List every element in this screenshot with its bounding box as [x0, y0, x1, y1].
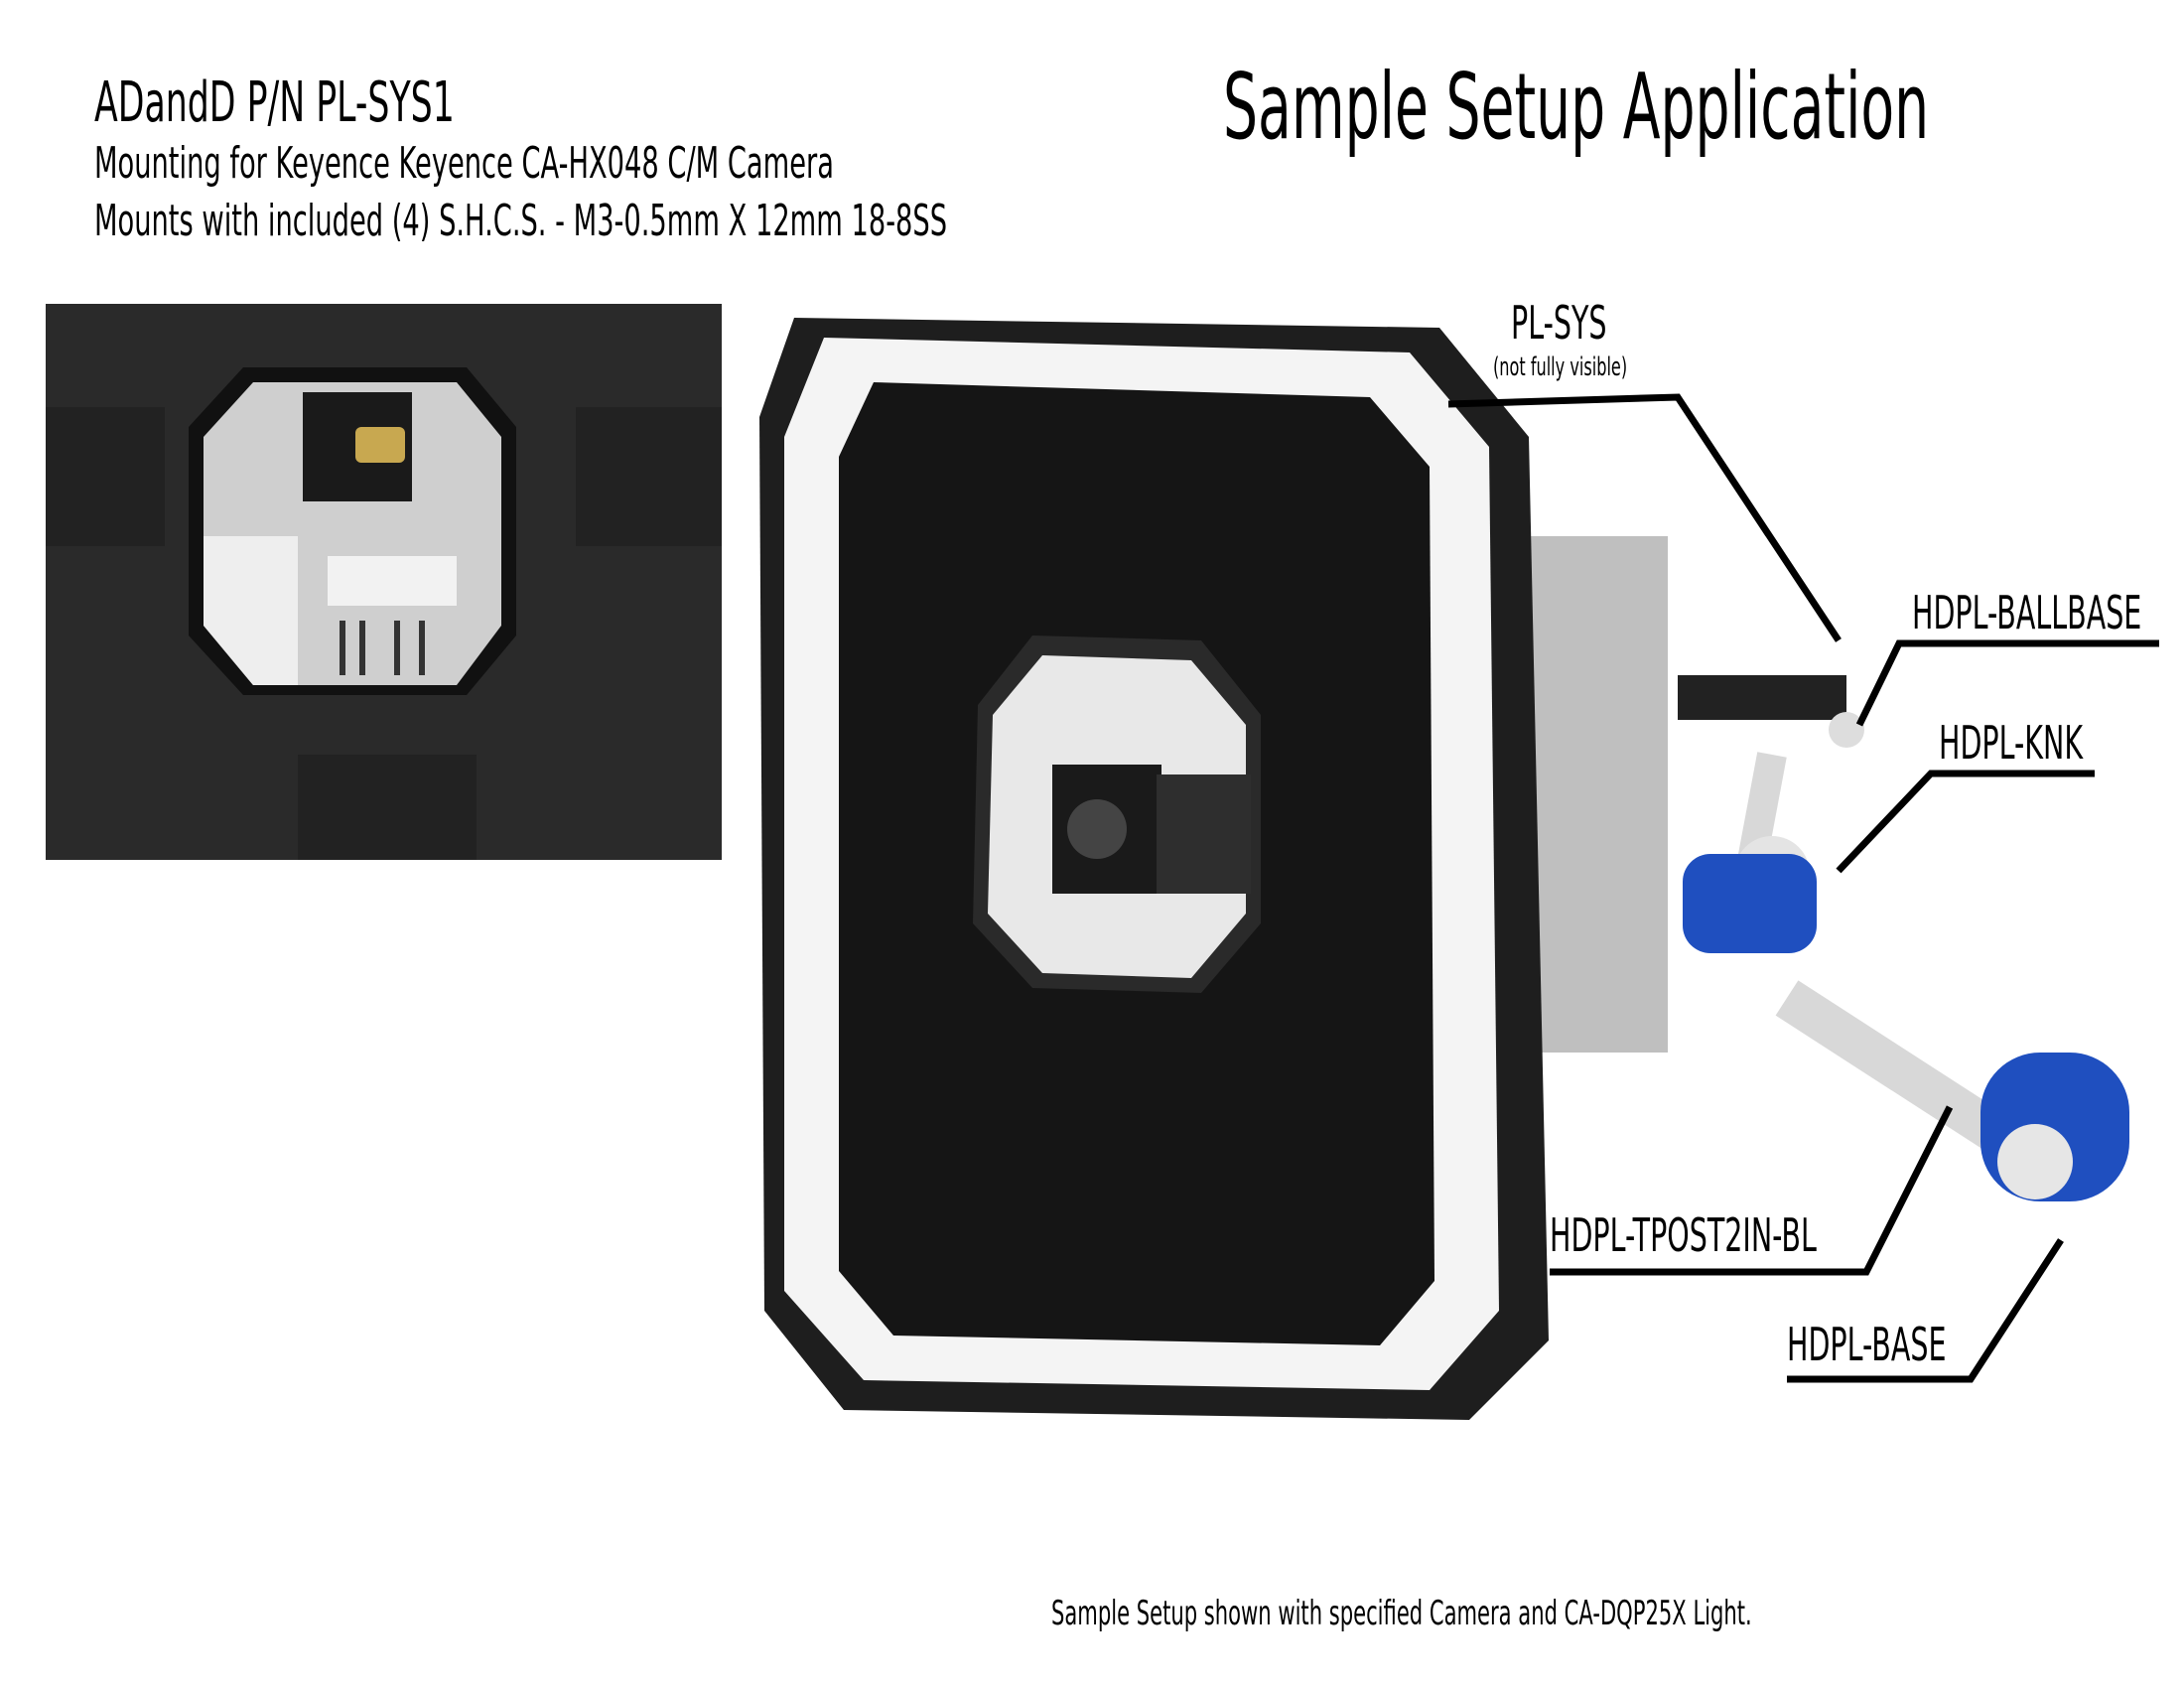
- page-title: Sample Setup Application: [1223, 54, 1930, 160]
- description-text: Mounting for Keyence Keyence CA-HX048 C/…: [94, 138, 834, 189]
- callout-hdpl-base: HDPL-BASE: [1787, 1318, 1947, 1371]
- callout-lines: [1447, 393, 2159, 1383]
- hardware-text: Mounts with included (4) S.H.C.S. - M3-0…: [94, 196, 948, 246]
- callout-pl-sys-note: (not fully visible): [1493, 352, 1628, 382]
- inset-image: [46, 304, 722, 860]
- part-number-heading: ADandD P/N PL-SYS1: [94, 70, 455, 135]
- footer-note: Sample Setup shown with specified Camera…: [1051, 1594, 1752, 1633]
- callout-hdpl-ballbase: HDPL-BALLBASE: [1912, 586, 2142, 639]
- light-housing: [759, 318, 1846, 1420]
- mount-arm: [1683, 712, 2129, 1201]
- callout-hdpl-tpost2in-bl: HDPL-TPOST2IN-BL: [1550, 1208, 1817, 1262]
- knuckle-clamp: [1683, 854, 1817, 953]
- callout-hdpl-knk: HDPL-KNK: [1939, 716, 2084, 770]
- callout-pl-sys: PL-SYS: [1511, 296, 1607, 350]
